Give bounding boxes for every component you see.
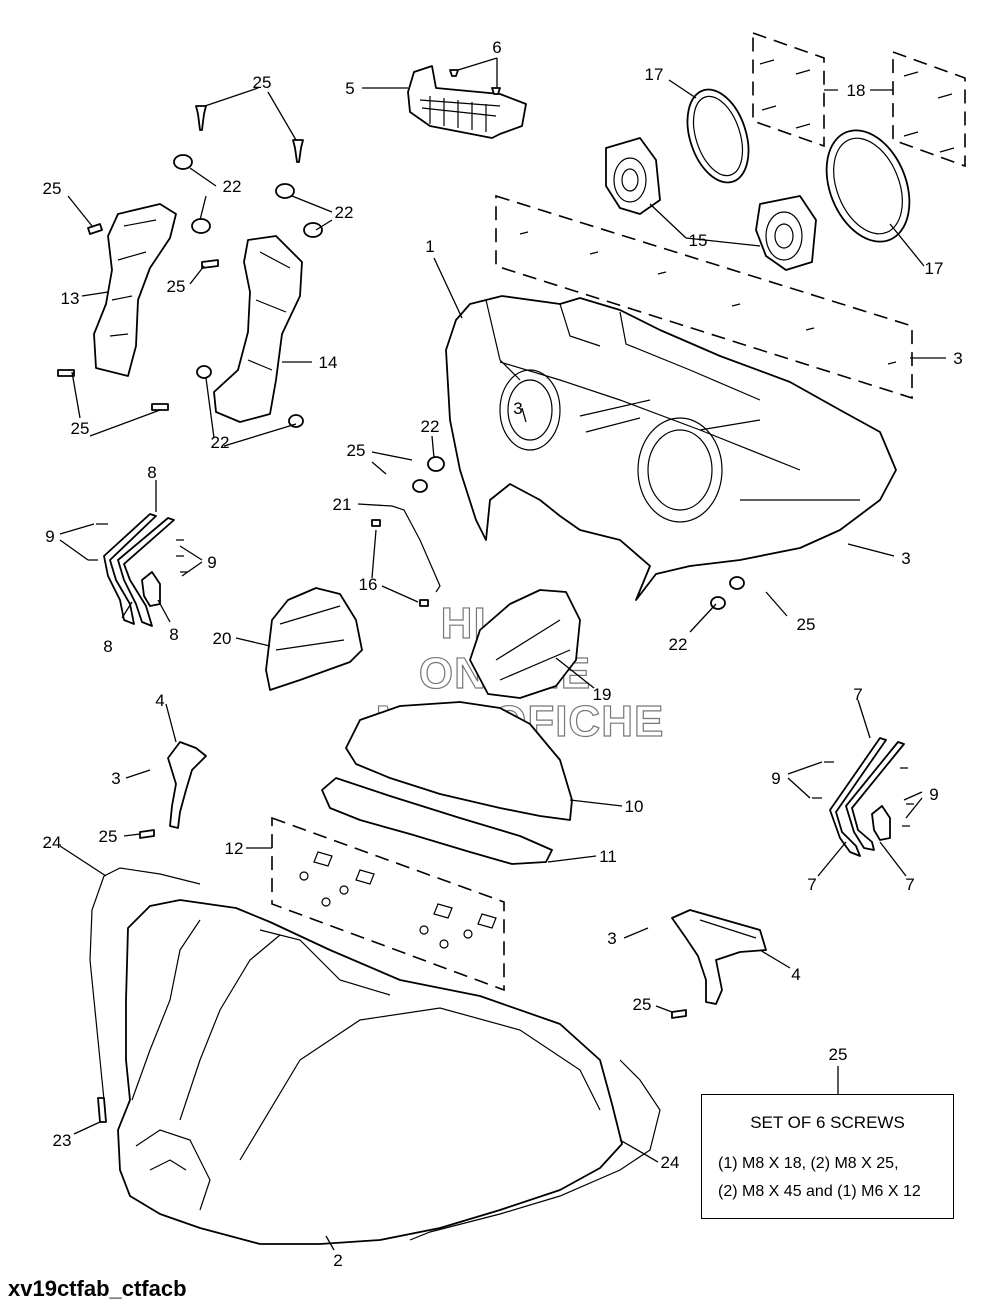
callout-20: 20 <box>213 629 232 648</box>
part-14-bracket <box>213 235 303 423</box>
part-4-bracket-left <box>167 741 207 829</box>
part-3-screw-region <box>495 194 913 400</box>
callout-25-lower-left: 25 <box>71 419 90 438</box>
part-22-grommets <box>173 154 745 610</box>
callout-23: 23 <box>53 1131 72 1150</box>
callout-15: 15 <box>689 231 708 250</box>
callout-5: 5 <box>345 79 354 98</box>
callout-25-note: 25 <box>829 1045 848 1064</box>
callout-25-mid: 25 <box>167 277 186 296</box>
part-7-brackets <box>829 737 905 857</box>
part-15-speakers <box>605 137 817 271</box>
callout-17-right: 17 <box>925 259 944 278</box>
callout-6: 6 <box>492 38 501 57</box>
callout-25-left: 25 <box>43 179 62 198</box>
callout-25-top: 25 <box>253 73 272 92</box>
callout-8-right: 8 <box>169 625 178 644</box>
part-16-screws <box>371 519 429 607</box>
part-2-outer-fairing <box>117 899 623 1245</box>
callout-4-left: 4 <box>155 691 164 710</box>
callout-24-left: 24 <box>43 833 62 852</box>
callout-22-center: 22 <box>421 417 440 436</box>
callout-7-top: 7 <box>853 685 862 704</box>
part-1-inner-fairing <box>445 295 897 601</box>
callout-16: 16 <box>359 575 378 594</box>
callout-14: 14 <box>319 353 338 372</box>
callout-19: 19 <box>593 685 612 704</box>
callout-18: 18 <box>847 81 866 100</box>
callout-9-right: 9 <box>771 769 780 788</box>
part-9-screws-right <box>812 761 914 827</box>
callout-25-bracket-left: 25 <box>99 827 118 846</box>
note-line-2: (2) M8 X 45 and (1) M6 X 12 <box>718 1183 921 1200</box>
callout-9-left: 9 <box>45 527 54 546</box>
callout-10: 10 <box>625 797 644 816</box>
callout-22-right: 22 <box>669 635 688 654</box>
screw-set-note-box: SET OF 6 SCREWS (1) M8 X 18, (2) M8 X 25… <box>701 1094 954 1219</box>
part-13-bracket <box>93 203 177 377</box>
part-8-brackets <box>103 513 175 627</box>
part-11-trim <box>321 777 553 865</box>
part-23-clip <box>97 1097 107 1123</box>
callout-7-left: 7 <box>807 875 816 894</box>
part-5-bracket <box>407 65 527 139</box>
callout-22-lower-left: 22 <box>211 433 230 452</box>
callout-3-right-top: 3 <box>953 349 962 368</box>
callout-22-a: 22 <box>223 177 242 196</box>
part-21-rod <box>391 505 441 593</box>
callout-11: 11 <box>599 847 617 866</box>
callout-21: 21 <box>333 495 352 514</box>
callout-3-center: 3 <box>513 399 522 418</box>
note-line-1: (1) M8 X 18, (2) M8 X 25, <box>718 1155 899 1172</box>
part-17-speaker-rings <box>686 88 911 243</box>
part-4-bracket-right <box>671 909 767 1005</box>
callout-25-center: 25 <box>347 441 366 460</box>
callout-8-top: 8 <box>147 463 156 482</box>
callout-1: 1 <box>425 237 434 256</box>
part-25-screws <box>57 105 687 1019</box>
reference-code: xv19ctfab_ctfacb <box>8 1276 187 1301</box>
callout-3-lower: 3 <box>607 929 616 948</box>
callout-24-right: 24 <box>661 1153 680 1172</box>
callout-9-left-b: 9 <box>207 553 216 572</box>
callout-25-right: 25 <box>797 615 816 634</box>
callout-9-right-b: 9 <box>929 785 938 804</box>
callout-25-lower: 25 <box>633 995 652 1014</box>
callout-12: 12 <box>225 839 244 858</box>
callout-labels: 5 6 17 18 25 25 22 22 25 13 14 1 15 17 3… <box>43 38 963 1270</box>
callout-8-left: 8 <box>103 637 112 656</box>
note-title: SET OF 6 SCREWS <box>750 1113 905 1132</box>
callout-3-right: 3 <box>901 549 910 568</box>
callout-17-top: 17 <box>645 65 664 84</box>
callout-4-right: 4 <box>791 965 800 984</box>
callout-2: 2 <box>333 1251 342 1270</box>
part-9-screws-left <box>88 523 188 573</box>
part-19-vent <box>469 589 581 699</box>
leader-lines <box>59 57 946 1251</box>
part-12-hardware-region <box>271 816 505 992</box>
part-24-trim-strips <box>89 867 661 1241</box>
callout-3-left: 3 <box>111 769 120 788</box>
part-18-screw-sets <box>752 31 966 168</box>
part-20-vent <box>265 587 363 691</box>
callout-7-right: 7 <box>905 875 914 894</box>
callout-22-b: 22 <box>335 203 354 222</box>
callout-13: 13 <box>61 289 80 308</box>
